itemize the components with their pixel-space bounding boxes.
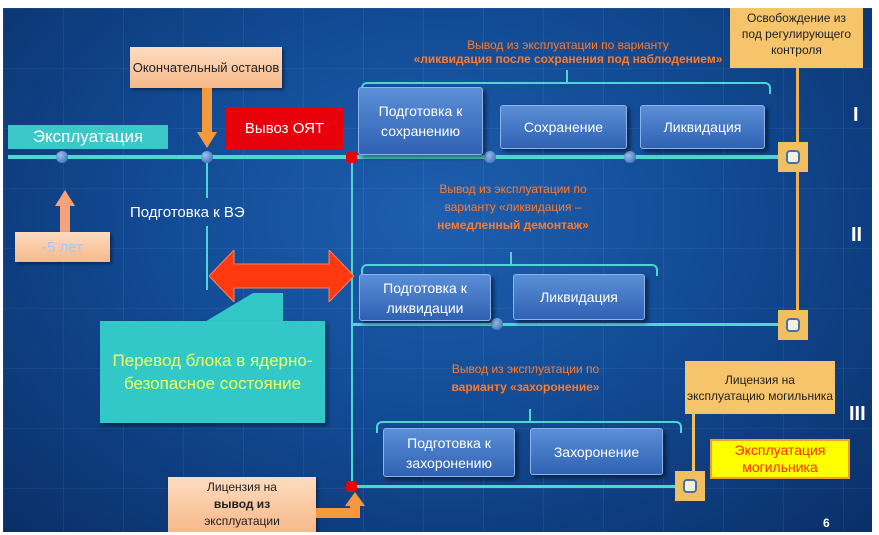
prep-label: Подготовка к ВЭ [130,204,245,221]
prep-vertical-line-top [206,162,208,198]
milestone-dot [56,151,68,163]
snf-removal-box: Вывоз ОЯТ [226,107,343,150]
repository-license-line [692,414,695,476]
final-shutdown-arrow-icon [202,88,212,134]
step-preparation-for-burial: Подготовка к захоронению [383,428,515,477]
end-marker-III [675,471,705,501]
variant-III-title-line2: варианту «захоронение» [451,380,600,394]
step-storage: Сохранение [500,105,627,149]
decommission-license-marker [346,481,357,492]
milestone-dot [484,151,496,163]
repository-license-box: Лицензия на эксплуатацию могильника [685,361,835,414]
variant-III-title-line1: Вывод из эксплуатации по [451,362,600,376]
safe-state-callout: Перевод блока в ядерно-безопасное состоя… [100,321,325,423]
variant-II-label: II [851,224,863,246]
variant-II-title-line3: немедленный демонтаж» [437,218,589,232]
final-shutdown-arrow-head [197,132,217,148]
timeline-III-line [352,485,690,488]
repository-operation-box: Эксплуатация могильника [710,439,850,479]
branch-vertical-line [351,157,353,487]
variant-I-title: Вывод из эксплуатации по варианту «ликви… [363,36,773,68]
decommission-start-marker [346,152,357,163]
end-marker-II [778,310,808,340]
timeline-I-line [8,155,798,159]
decommission-license-box: Лицензия на вывод из эксплуатации [168,477,316,532]
milestone-dot [624,151,636,163]
variant-III-label: III [849,403,866,425]
release-from-control-box: Освобождение из под регулирующего контро… [730,8,863,68]
variant-III-title: Вывод из эксплуатации по варианту «захор… [403,360,648,396]
license-arrow-head [345,492,365,506]
decommission-license-line3: эксплуатации [204,514,280,528]
timeline-II-line [352,323,796,326]
variant-III-bracket [376,409,682,433]
decommission-license-line1: Лицензия на [207,480,277,494]
release-arrow-line [796,68,799,320]
variant-II-title-line1: Вывод из эксплуатации по [439,182,587,196]
years-arrow-head [55,190,75,206]
variant-II-title-line2: варианту «ликвидация – [444,200,582,214]
variant-II-title: Вывод из эксплуатации по варианту «ликви… [383,180,643,234]
prep-vertical-line-bottom [206,226,208,290]
slide: Эксплуатация Окончательный останов Вывоз… [3,8,872,532]
final-shutdown-box: Окончательный останов [130,47,282,88]
variant-I-title-line1: Вывод из эксплуатации по варианту [467,38,669,52]
end-marker-I [778,142,808,172]
step-preparation-for-storage: Подготовка к сохранению [358,87,483,155]
decommission-license-line2: вывод из [213,497,271,511]
milestone-dot [491,318,503,330]
license-arrow-horizontal [316,508,360,518]
license-arrow-vertical [350,506,360,518]
step-burial: Захоронение [530,428,663,475]
milestone-dot [201,151,213,163]
transition-double-arrow-icon [209,250,354,302]
variant-II-bracket [361,252,658,276]
step-liquidation-II: Ликвидация [513,274,645,320]
page-number: 6 [823,516,830,530]
years-before-box: -5 лет [15,232,110,262]
variant-I-title-line2: «ликвидация после сохранения под наблюде… [413,52,723,66]
years-arrow-shaft [60,204,70,234]
operation-box: Эксплуатация [8,125,168,149]
callout-pointer [203,293,283,323]
step-liquidation-I: Ликвидация [640,105,765,149]
variant-I-label: I [853,104,859,126]
step-preparation-for-liquidation: Подготовка к ликвидации [359,274,491,321]
